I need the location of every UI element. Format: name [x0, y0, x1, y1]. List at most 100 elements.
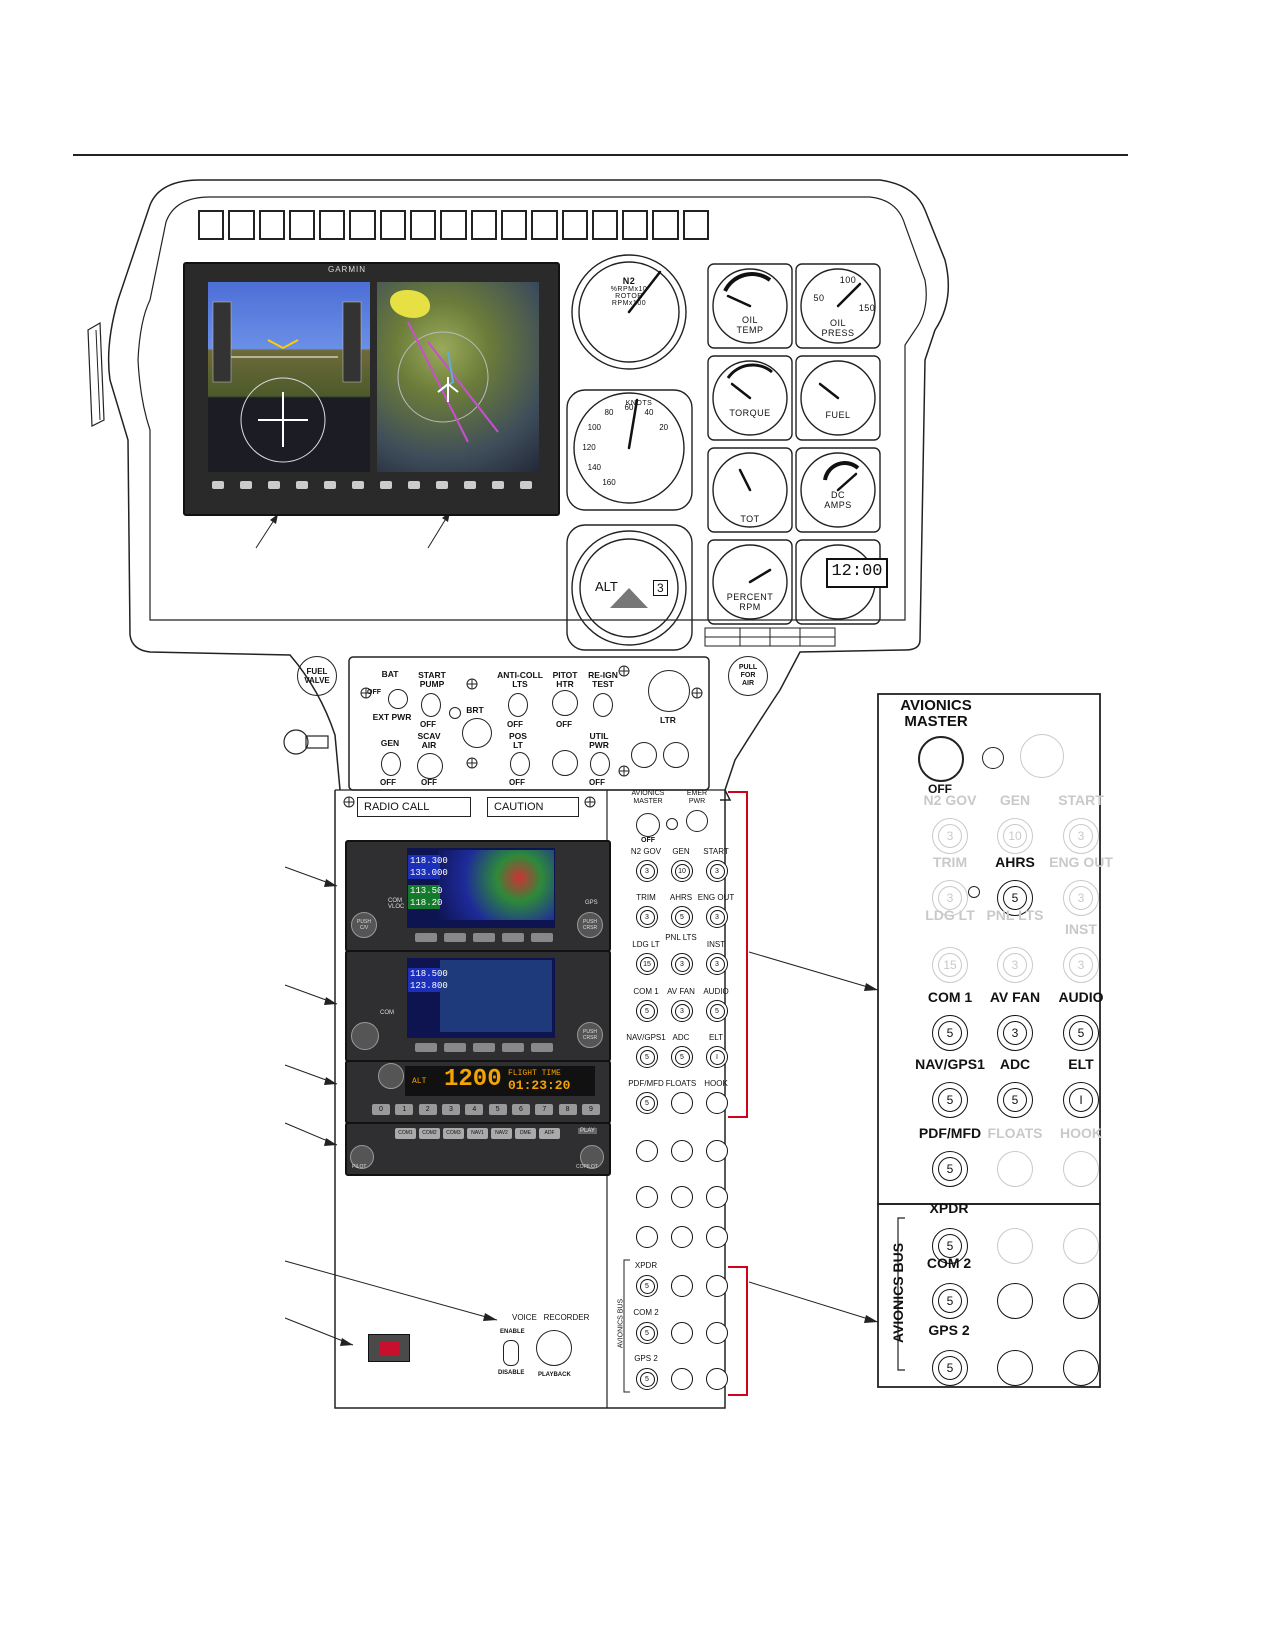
spare-circuit-breaker[interactable]: [671, 1186, 693, 1208]
bus-circuit-breaker-big[interactable]: 5: [932, 1228, 968, 1264]
circuit-breaker[interactable]: 5: [671, 906, 693, 928]
pitot-htr-switch[interactable]: [552, 690, 578, 716]
gns-function-key[interactable]: [473, 1043, 495, 1052]
gns1-cv-knob[interactable]: PUSH C/V: [351, 912, 377, 938]
spare-circuit-breaker-big[interactable]: [997, 1283, 1033, 1319]
gns1-bottom-keys[interactable]: [415, 933, 553, 943]
circuit-breaker-big[interactable]: 15: [932, 947, 968, 983]
spare-circuit-breaker[interactable]: [671, 1368, 693, 1390]
pull-for-air-knob[interactable]: PULL FOR AIR: [728, 656, 768, 696]
elt-red-button[interactable]: [379, 1341, 399, 1355]
spare-circuit-breaker[interactable]: [636, 1186, 658, 1208]
softkey[interactable]: [240, 481, 252, 489]
gen-switch[interactable]: [381, 752, 401, 776]
circuit-breaker[interactable]: 5: [671, 1046, 693, 1068]
xpdr-digit-key[interactable]: 6: [511, 1104, 530, 1115]
xpdr-digit-key[interactable]: 2: [418, 1104, 437, 1115]
emer-pwr-button[interactable]: [686, 810, 708, 832]
circuit-breaker-big[interactable]: 5: [932, 1015, 968, 1051]
softkey[interactable]: [436, 481, 448, 489]
xpdr-digit-key[interactable]: 5: [488, 1104, 507, 1115]
audio-select-key[interactable]: COM2: [419, 1128, 440, 1139]
gns-function-key[interactable]: [473, 933, 495, 942]
spare-circuit-breaker-big[interactable]: [1063, 1350, 1099, 1386]
ltr-knob[interactable]: [648, 670, 690, 712]
spare-circuit-breaker[interactable]: [706, 1186, 728, 1208]
softkey[interactable]: [408, 481, 420, 489]
gns2-com-knob[interactable]: [351, 1022, 379, 1050]
circuit-breaker-big[interactable]: [1063, 1151, 1099, 1187]
circuit-breaker[interactable]: 3: [706, 860, 728, 882]
spare-circuit-breaker[interactable]: [706, 1140, 728, 1162]
avionics-master-switch-small[interactable]: [636, 813, 660, 837]
circuit-breaker-big[interactable]: 5: [997, 880, 1033, 916]
circuit-breaker-big[interactable]: 5: [932, 1082, 968, 1118]
spare-circuit-breaker[interactable]: [706, 1275, 728, 1297]
circuit-breaker-big[interactable]: 10: [997, 818, 1033, 854]
softkey[interactable]: [464, 481, 476, 489]
circuit-breaker-big[interactable]: I: [1063, 1082, 1099, 1118]
xpdr-digit-key[interactable]: 8: [558, 1104, 577, 1115]
circuit-breaker[interactable]: 3: [671, 953, 693, 975]
xpdr-digit-key[interactable]: 9: [581, 1104, 600, 1115]
bus-circuit-breaker[interactable]: 5: [636, 1275, 658, 1297]
circuit-breaker-big[interactable]: 5: [997, 1082, 1033, 1118]
circuit-breaker[interactable]: 5: [636, 1000, 658, 1022]
circuit-breaker-big[interactable]: 3: [1063, 880, 1099, 916]
softkey[interactable]: [520, 481, 532, 489]
spare-circuit-breaker-big[interactable]: [1063, 1228, 1099, 1264]
bus-circuit-breaker[interactable]: 5: [636, 1368, 658, 1390]
pos-lt-switch[interactable]: [510, 752, 530, 776]
fuel-valve-knob[interactable]: FUEL VALVE: [297, 656, 337, 696]
xpdr-digit-key[interactable]: 1: [395, 1104, 414, 1115]
avionics-master-switch-big[interactable]: [918, 736, 964, 782]
xpdr-mode-knob[interactable]: [378, 1063, 404, 1089]
audio-select-key[interactable]: NAV1: [467, 1128, 488, 1139]
circuit-breaker[interactable]: [706, 1092, 728, 1114]
bus-circuit-breaker[interactable]: 5: [636, 1322, 658, 1344]
elt-remote-switch[interactable]: [368, 1334, 410, 1362]
gns2-bottom-keys[interactable]: [415, 1043, 553, 1053]
spare-circuit-breaker[interactable]: [706, 1322, 728, 1344]
spare-circuit-breaker-big[interactable]: [1063, 1283, 1099, 1319]
spare-circuit-breaker[interactable]: [671, 1322, 693, 1344]
circuit-breaker[interactable]: 3: [636, 906, 658, 928]
spare-circuit-breaker[interactable]: [706, 1368, 728, 1390]
softkey[interactable]: [380, 481, 392, 489]
bat-switch[interactable]: [388, 689, 408, 709]
circuit-breaker-big[interactable]: 3: [997, 1015, 1033, 1051]
softkey[interactable]: [324, 481, 336, 489]
audio-select-key[interactable]: COM3: [443, 1128, 464, 1139]
gns-function-key[interactable]: [444, 1043, 466, 1052]
anti-coll-switch[interactable]: [508, 693, 528, 717]
xpdr-digit-key[interactable]: 7: [535, 1104, 554, 1115]
audio-play-key[interactable]: PLAY: [578, 1128, 597, 1134]
circuit-breaker[interactable]: 5: [706, 1000, 728, 1022]
util-pwr-switch[interactable]: [590, 752, 610, 776]
spare-circuit-breaker[interactable]: [636, 1140, 658, 1162]
g1000-softkeys[interactable]: [212, 481, 532, 493]
circuit-breaker-big[interactable]: 5: [932, 1151, 968, 1187]
gns1-crsr-knob[interactable]: PUSH CRSR: [577, 912, 603, 938]
bus-circuit-breaker-big[interactable]: 5: [932, 1350, 968, 1386]
softkey[interactable]: [212, 481, 224, 489]
spare-circuit-breaker[interactable]: [671, 1275, 693, 1297]
circuit-breaker-big[interactable]: 3: [932, 880, 968, 916]
gns-function-key[interactable]: [415, 1043, 437, 1052]
audio-select-key[interactable]: ADF: [539, 1128, 560, 1139]
audio-pilot-knob[interactable]: [350, 1145, 374, 1169]
gns-function-key[interactable]: [502, 1043, 524, 1052]
gns-function-key[interactable]: [502, 933, 524, 942]
gns2-crsr-knob[interactable]: PUSH CRSR: [577, 1022, 603, 1048]
softkey[interactable]: [296, 481, 308, 489]
scav-air-switch[interactable]: [417, 753, 443, 779]
spare-circuit-breaker[interactable]: [671, 1140, 693, 1162]
xpdr-digit-key[interactable]: 4: [465, 1104, 484, 1115]
circuit-breaker[interactable]: I: [706, 1046, 728, 1068]
circuit-breaker-big[interactable]: 5: [1063, 1015, 1099, 1051]
circuit-breaker[interactable]: 15: [636, 953, 658, 975]
gns-function-key[interactable]: [531, 933, 553, 942]
gns-function-key[interactable]: [444, 933, 466, 942]
circuit-breaker-big[interactable]: 3: [1063, 947, 1099, 983]
